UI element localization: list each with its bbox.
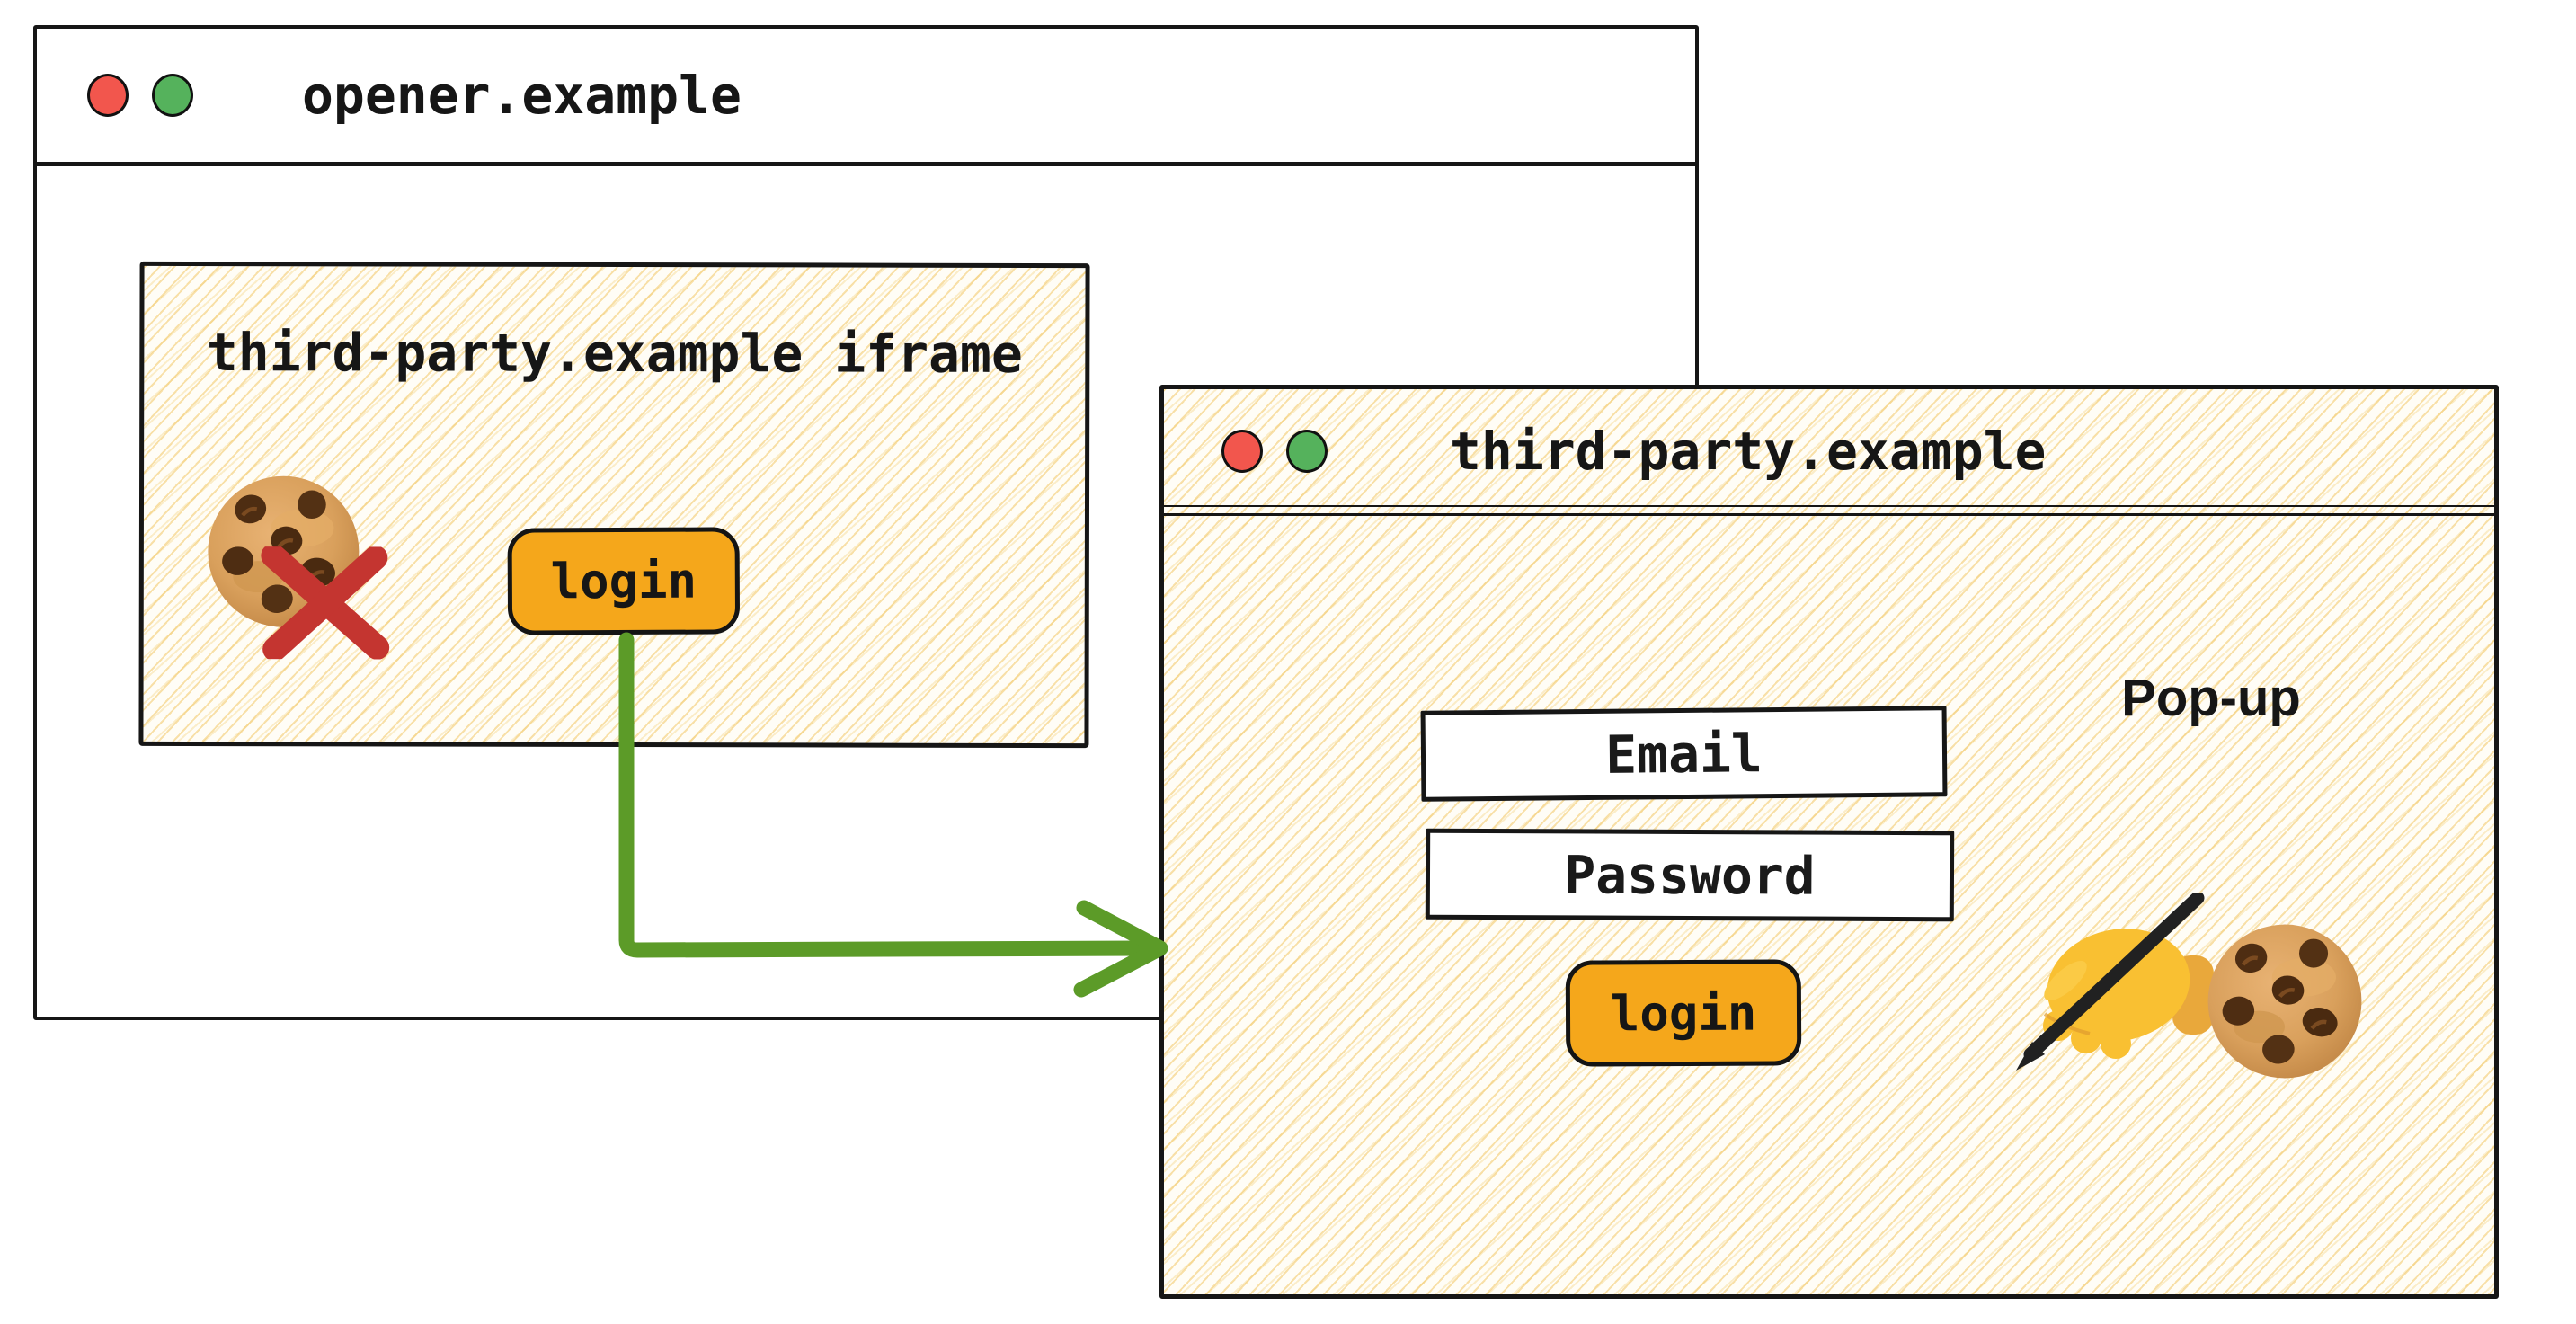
iframe-label: third-party.example iframe: [206, 322, 1023, 385]
cookie-icon: [205, 473, 362, 630]
iframe-login-button[interactable]: login: [507, 527, 741, 635]
popup-window-title: third-party.example: [1450, 421, 2047, 482]
minimize-button[interactable]: [1286, 430, 1328, 473]
email-input[interactable]: [1420, 706, 1948, 802]
popup-titlebar: third-party.example: [1164, 389, 2494, 516]
titlebar-divider: [1164, 505, 2494, 507]
opener-titlebar: opener.example: [37, 29, 1695, 166]
third-party-iframe: third-party.example iframe login: [138, 261, 1090, 749]
opener-window-title: opener.example: [302, 65, 742, 126]
close-button[interactable]: [1221, 430, 1263, 473]
popup-annotation: Pop-up: [2121, 669, 2301, 727]
blocked-x-icon: [261, 546, 390, 660]
popup-login-button[interactable]: login: [1565, 959, 1802, 1067]
cookie-icon: [2205, 921, 2365, 1081]
minimize-button[interactable]: [152, 74, 193, 117]
popup-browser-window: third-party.example Pop-up login: [1159, 385, 2499, 1299]
password-input[interactable]: [1425, 828, 1955, 922]
close-button[interactable]: [87, 74, 129, 117]
writing-hand-icon: [2016, 893, 2214, 1071]
